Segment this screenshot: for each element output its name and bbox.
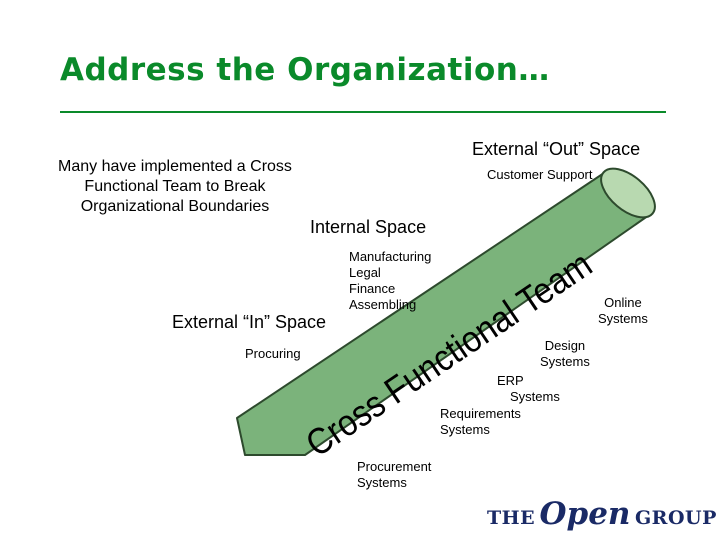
requirements-systems-label: Requirements Systems: [440, 406, 521, 438]
logo-the: THE: [487, 507, 536, 529]
procurement-systems-line: Procurement: [357, 459, 432, 474]
internal-item: Legal: [349, 265, 381, 280]
erp-systems-line: Systems: [510, 389, 560, 404]
procuring-label: Procuring: [245, 346, 301, 361]
internal-item: Finance: [349, 281, 396, 296]
external-out-label: External “Out” Space: [472, 139, 641, 159]
online-systems-line: Online: [604, 295, 642, 310]
procurement-systems-line: Systems: [357, 475, 407, 490]
online-systems-label: Online Systems: [598, 295, 648, 327]
many-have-line: Organizational Boundaries: [80, 198, 270, 215]
logo-open: Open: [539, 496, 631, 532]
design-systems-line: Systems: [540, 354, 590, 369]
requirements-systems-line: Systems: [440, 422, 490, 437]
internal-space-label: Internal Space: [310, 217, 427, 237]
erp-systems-label: ERP Systems: [497, 373, 560, 405]
page-title: Address the Organization…: [60, 52, 550, 88]
title-underline: [60, 111, 666, 113]
open-group-logo: THE Open GROUP: [487, 496, 717, 532]
many-have-line: Many have implemented a Cross: [58, 158, 292, 175]
tube-end-cap: [600, 167, 656, 219]
requirements-systems-line: Requirements: [440, 406, 521, 421]
many-have-line: Functional Team to Break: [84, 178, 266, 195]
external-in-label: External “In” Space: [172, 312, 327, 332]
online-systems-line: Systems: [598, 311, 648, 326]
design-systems-label: Design Systems: [540, 338, 590, 370]
customer-support-label: Customer Support: [487, 167, 593, 182]
procurement-systems-label: Procurement Systems: [357, 459, 431, 491]
logo-group: GROUP: [634, 507, 717, 529]
design-systems-line: Design: [544, 338, 586, 353]
internal-item: Manufacturing: [349, 249, 432, 264]
internal-item: Assembling: [349, 297, 417, 312]
erp-systems-line: ERP: [497, 373, 524, 388]
many-have-text: Many have implemented a Cross Functional…: [50, 157, 300, 217]
internal-items-list: Manufacturing Legal Finance Assembling: [349, 249, 431, 313]
